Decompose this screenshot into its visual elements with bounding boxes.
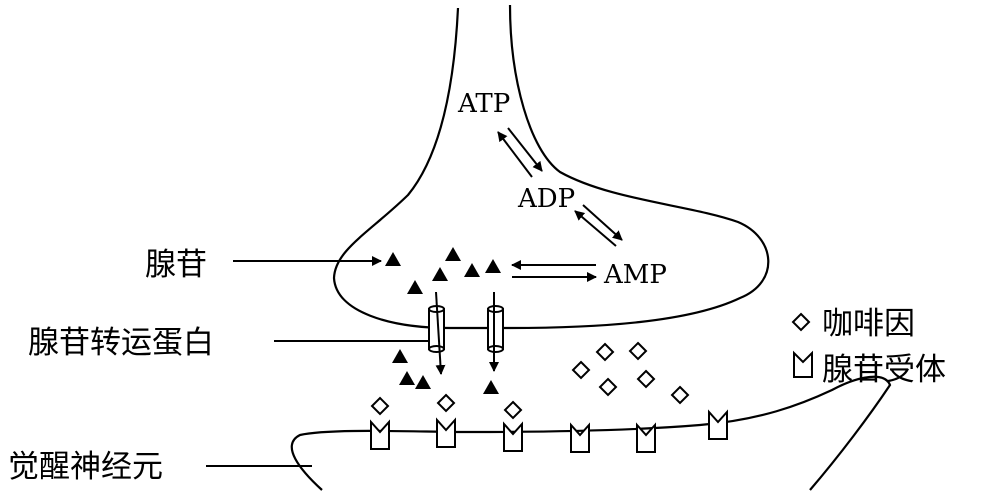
caffeine-diamond [595,342,615,362]
adenosine-receptor [636,422,656,453]
adenosine-receptor [570,422,590,453]
adenosine-triangle [415,375,431,389]
adp-label: ADP [517,184,575,214]
caffeine-diamond [628,341,648,361]
adenosine-receptor [436,417,456,448]
adenosine-transporter-right [487,305,504,353]
legend-receptor-icon [793,350,813,378]
caffeine-diamond [598,377,618,397]
adenosine-molecules-intracellular [385,247,501,294]
adenosine-receptor [370,419,390,450]
adenosine-triangle [399,371,415,385]
legend: 咖啡因 腺苷受体 [791,306,946,388]
transport-arrow-left [435,291,446,375]
legend-caffeine-label: 咖啡因 [822,306,915,342]
legend-caffeine-icon [791,312,811,332]
atp-label: ATP [457,89,510,119]
caffeine-diamond [503,400,523,420]
adenosine-triangle [464,263,480,277]
atp-to-adp-arrow [507,127,543,172]
adenosine-triangle [432,267,448,281]
legend-receptor-label: 腺苷受体 [822,352,946,388]
adenosine-triangle [445,247,461,261]
adenosine-receptors [370,409,728,453]
caffeine-diamond [670,385,690,405]
adenosine-label: 腺苷 [145,247,207,283]
adenosine-triangle [485,259,501,273]
adp-to-amp-arrow [582,204,623,241]
adenosine-triangle [385,252,401,266]
adenosine-triangle [407,280,423,294]
adenosine-receptor [503,421,523,452]
caffeine-molecules [370,341,690,420]
adenosine-receptor [708,409,728,440]
adenosine-triangle [392,349,408,363]
amp-label: AMP [603,260,667,290]
transporter-label: 腺苷转运蛋白 [28,325,214,361]
adenosine-triangle [483,380,499,394]
postsynaptic-neuron [290,375,892,491]
amp-to-adp-arrow [574,210,617,247]
caffeine-diamond [370,396,390,416]
caffeine-diamond [636,369,656,389]
arousal-neuron-label: 觉醒神经元 [8,449,163,485]
caffeine-diamond [571,360,591,380]
adenosine-molecules-cleft [392,349,499,394]
presynaptic-terminal [332,4,770,330]
caffeine-diamond [436,393,456,413]
adp-to-atp-arrow [497,131,533,178]
